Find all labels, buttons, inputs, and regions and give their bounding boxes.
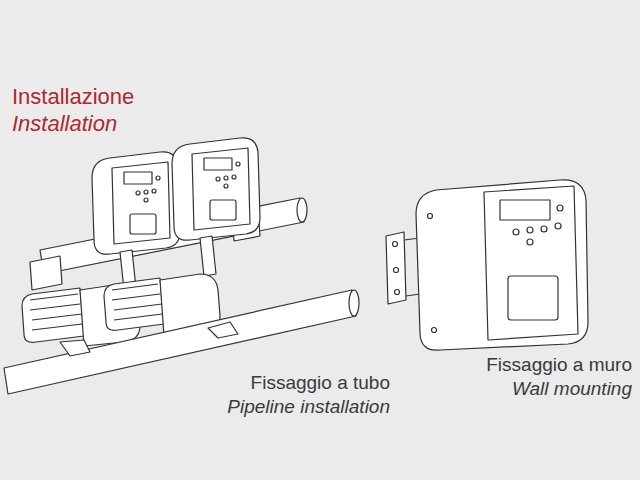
display <box>500 200 550 220</box>
display <box>124 172 152 184</box>
caption-label: Wall mounting <box>512 378 632 400</box>
cable-box <box>130 214 156 234</box>
pipe-end <box>297 198 307 222</box>
controller-unit <box>416 180 588 350</box>
cable-box <box>508 276 558 320</box>
connector <box>208 322 238 338</box>
cable-box <box>210 200 236 220</box>
pump-motor <box>104 278 164 330</box>
wall-bracket <box>386 232 406 304</box>
fitting <box>30 256 62 290</box>
display <box>204 158 232 170</box>
controller-front <box>112 162 170 244</box>
controller-unit <box>92 152 180 254</box>
heading-translation: Installation <box>12 111 117 136</box>
controller-front <box>192 148 250 230</box>
controller-front <box>484 186 578 340</box>
caption-label: Pipeline installation <box>227 396 390 418</box>
connector <box>60 340 90 356</box>
caption-label: Fissaggio a tubo <box>251 372 390 394</box>
caption-label: Fissaggio a muro <box>486 354 632 376</box>
heading: Installazione <box>12 84 134 109</box>
riser-pipe <box>200 236 216 276</box>
controller-unit <box>172 138 260 240</box>
pipe-end <box>349 290 359 316</box>
pump-motor <box>22 288 84 342</box>
